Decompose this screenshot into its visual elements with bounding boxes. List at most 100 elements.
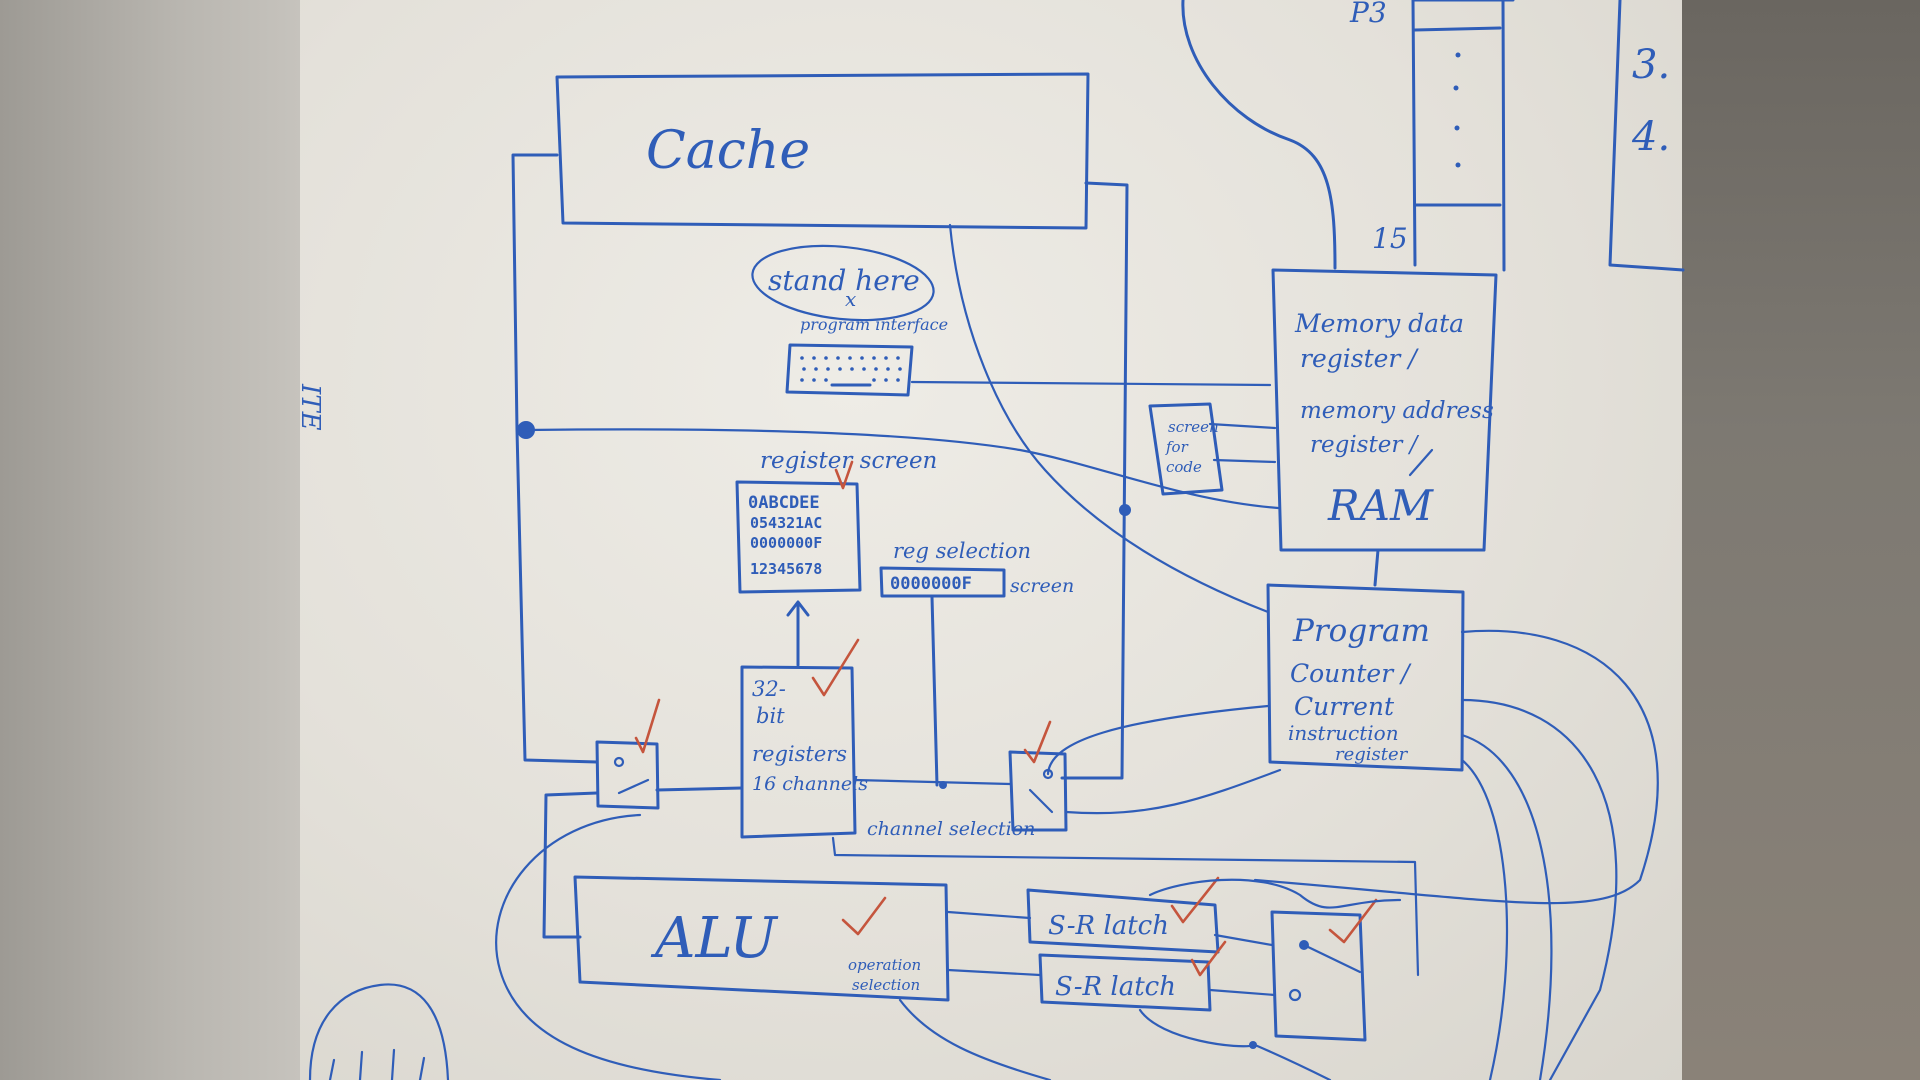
- code-screen-wire-2: [1212, 458, 1277, 464]
- registers-line-4: 16 channels: [752, 773, 868, 795]
- selection-wire: [930, 595, 939, 787]
- check-mark: [1328, 898, 1378, 944]
- sr-latch-2-label: S-R latch: [1055, 972, 1176, 1002]
- register-screen: register screen 0ABCDEE 054321AC 0000000…: [735, 448, 937, 594]
- program-interface: program interface: [785, 315, 948, 397]
- operation-selection-line-2: selection: [852, 976, 920, 994]
- check-mark: [811, 638, 860, 697]
- loop-wire-2: [1460, 698, 1618, 1080]
- screen-code-line-3: code: [1166, 458, 1202, 476]
- registers-to-switch-wire: [853, 778, 1012, 786]
- bus-to-ram-wire: [524, 428, 1280, 510]
- keyboard-keys: [800, 356, 902, 387]
- pc-line-3: Current: [1294, 692, 1395, 721]
- memory-line-2: register /: [1300, 344, 1419, 373]
- pc-line-4: instruction: [1288, 721, 1399, 745]
- memory-stack: 15 P3: [1349, 0, 1515, 272]
- ram-slash: [1408, 448, 1434, 477]
- alu-to-latch-2-wire: [946, 968, 1042, 977]
- input-switch-left: [595, 698, 661, 810]
- stack-index-label: 15: [1372, 222, 1408, 255]
- switch-lower-wire: [1064, 768, 1282, 815]
- loop-wire-3: [1460, 733, 1553, 1080]
- loop-wire-1: [1253, 629, 1659, 905]
- check-mark: [834, 460, 854, 490]
- cache-block: Cache: [555, 72, 1090, 230]
- latch-2-to-switch-wire: [1208, 988, 1277, 997]
- channel-selection-label: channel selection: [867, 818, 1035, 840]
- junction-node-right: [1119, 504, 1131, 516]
- right-bus-wire: [1060, 181, 1129, 780]
- reg-selection-screen-label: screen: [1010, 575, 1074, 597]
- input-switch-right: [1008, 720, 1068, 832]
- screen-for-code: screen for code: [1148, 402, 1224, 496]
- top-wire: [1181, 0, 1337, 270]
- right-list-item-2: 4.: [1631, 114, 1670, 160]
- register-value-1: 0ABCDEE: [748, 493, 820, 513]
- check-mark: [1170, 876, 1220, 924]
- stack-top-label: P3: [1349, 0, 1387, 29]
- switch-to-pc-wire: [1046, 704, 1270, 776]
- register-value-3: 0000000F: [750, 534, 822, 552]
- registers-block: 32- bit registers 16 channels: [740, 638, 868, 839]
- register-value-2: 054321AC: [750, 514, 822, 532]
- bottom-junction: [1249, 1041, 1257, 1049]
- alu-label: ALU: [650, 906, 779, 971]
- alu-block: ALU operation selection: [573, 875, 950, 1002]
- screen-code-line-2: for: [1165, 438, 1189, 456]
- pc-line-2: Counter /: [1290, 659, 1412, 688]
- arrow-head: [786, 600, 810, 617]
- memory-line-4: register /: [1310, 432, 1420, 458]
- reg-selection-screen: reg selection 0000000F screen: [879, 539, 1074, 598]
- switch-to-alu-wire: [542, 791, 599, 939]
- code-screen-wire-1: [1208, 422, 1277, 430]
- bottom-left-scribble-lines: [328, 1048, 426, 1080]
- registers-line-1: 32-: [752, 677, 786, 701]
- memory-line-3: memory address: [1300, 398, 1494, 424]
- program-counter-block: Program Counter / Current instruction re…: [1266, 583, 1465, 772]
- operation-selection-line-1: operation: [848, 956, 921, 974]
- ram-label: RAM: [1327, 481, 1434, 530]
- alu-to-latch-1-wire: [946, 910, 1032, 920]
- alu-bottom-wire: [898, 998, 1052, 1080]
- latch-bottom-wire: [1138, 1008, 1257, 1048]
- right-box-edge: [1608, 0, 1685, 272]
- register-value-4: 12345678: [750, 560, 822, 578]
- sr-latch-2: S-R latch: [1038, 940, 1227, 1012]
- memory-ram-block: Memory data register / memory address re…: [1271, 268, 1498, 552]
- latch-1-to-switch-wire: [1213, 933, 1274, 947]
- cache-label: Cache: [646, 121, 810, 181]
- alu-loop-wire: [495, 813, 722, 1080]
- check-mark: [634, 698, 661, 754]
- switch-to-registers-wire: [655, 786, 744, 792]
- program-interface-label: program interface: [800, 315, 948, 334]
- left-bus-wire: [511, 153, 599, 764]
- interface-memory-wire: [910, 380, 1272, 387]
- pc-line-1: Program: [1292, 613, 1430, 649]
- registers-line-2: bit: [756, 704, 785, 728]
- wall-left: [0, 0, 300, 1080]
- loop-wire-4: [1460, 758, 1509, 1080]
- left-edge-label: ITE: [295, 383, 325, 431]
- ram-to-pc-wire: [1373, 548, 1380, 587]
- wall-right: [1680, 0, 1920, 1080]
- stand-here-label: stand here: [768, 264, 920, 297]
- switch-bottom-wire: [1253, 1043, 1332, 1080]
- diagonal-wire: [948, 223, 1270, 614]
- channel-selection-wire: [831, 836, 1420, 977]
- latch-feedback-wire: [1148, 878, 1402, 909]
- check-mark: [1190, 940, 1227, 977]
- reg-selection-value: 0000000F: [890, 574, 972, 594]
- whiteboard-surface: [300, 0, 1682, 1080]
- reg-selection-label: reg selection: [893, 539, 1031, 563]
- pc-line-5: register: [1335, 744, 1409, 765]
- output-switch: [1270, 898, 1378, 1042]
- screen-code-line-1: screen: [1168, 418, 1219, 436]
- right-list-item-1: 3.: [1632, 42, 1670, 88]
- bottom-left-scribble: [308, 983, 450, 1080]
- stand-here-ellipse: stand here x: [751, 244, 935, 322]
- check-mark: [1023, 720, 1052, 764]
- memory-line-1: Memory data: [1294, 309, 1464, 338]
